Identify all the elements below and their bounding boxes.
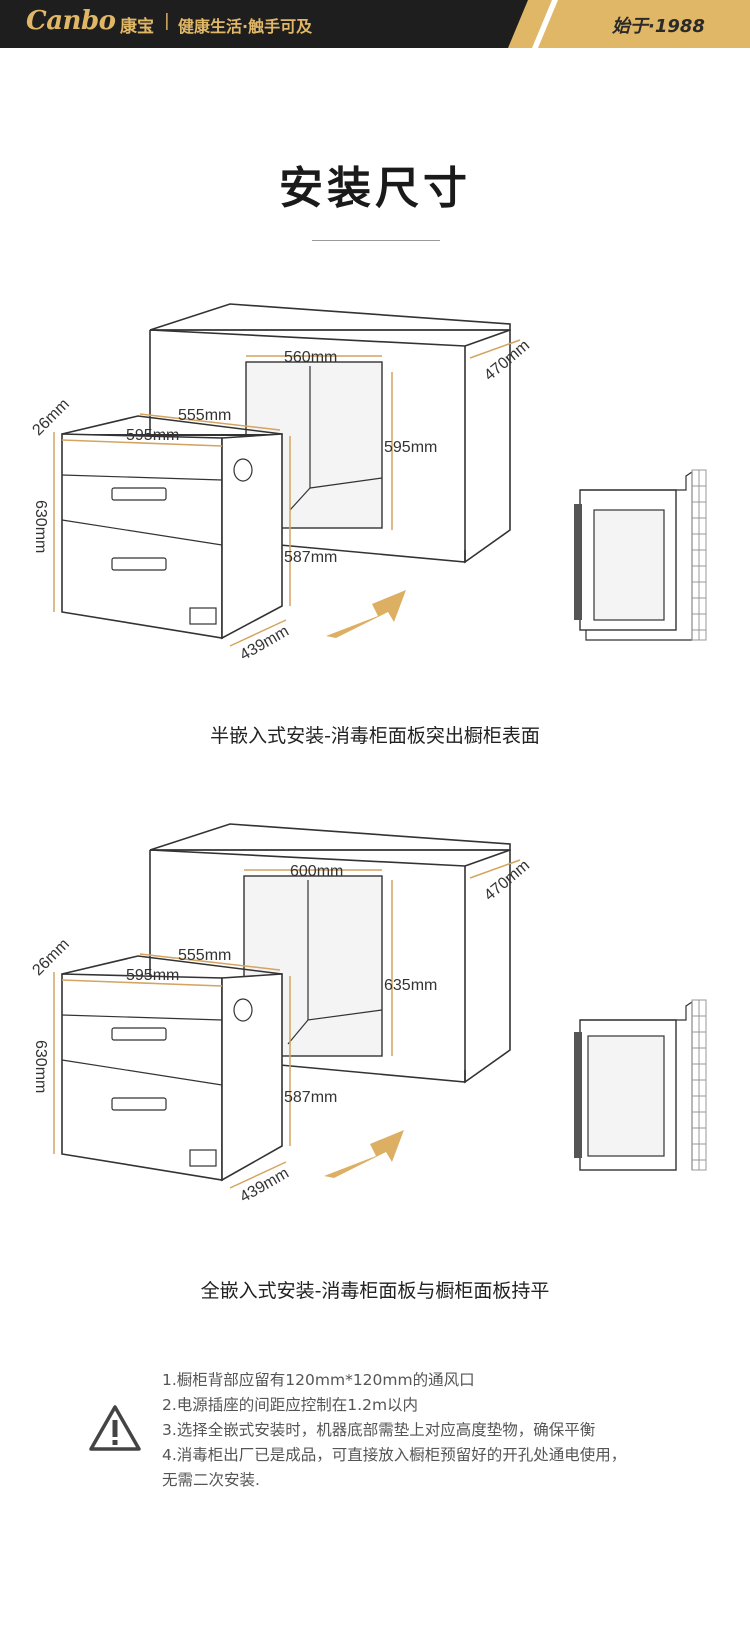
- side-view-drawing: [574, 999, 707, 1171]
- dim-body-depth: 555mm: [178, 407, 231, 424]
- dim-opening-height: 595mm: [384, 439, 437, 456]
- dim-opening-width: 600mm: [290, 863, 343, 880]
- dim-front-height: 630mm: [32, 1040, 49, 1093]
- note-item: 无需二次安装.: [162, 1471, 260, 1489]
- note-item: 4.消毒柜出厂已是成品，可直接放入橱柜预留好的开孔处通电使用，: [162, 1446, 627, 1464]
- dim-opening-width: 560mm: [284, 349, 337, 366]
- warning-triangle-icon: [89, 1405, 141, 1451]
- installation-diagram-full: 600mm 470mm 555mm 595mm 635mm 26mm 630mm…: [29, 823, 707, 1206]
- header-background: [0, 0, 750, 48]
- header-separator: |: [164, 11, 170, 31]
- installation-notes: 1.橱柜背部应留有120mm*120mm的通风口 2.电源插座的间距应控制在1.…: [162, 1368, 626, 1493]
- dim-front-width: 595mm: [126, 967, 179, 984]
- caption-full-embedded: 全嵌入式安装-消毒柜面板与橱柜面板持平: [200, 1280, 550, 1302]
- dim-body-width: 439mm: [237, 1165, 292, 1206]
- disinfection-cabinet-drawing: [61, 955, 283, 1182]
- dim-body-depth: 555mm: [178, 947, 231, 964]
- brand-logo: Canbo: [26, 6, 116, 36]
- brand-logo-cn: 康宝: [120, 17, 154, 37]
- side-view-drawing: [574, 469, 707, 641]
- note-item: 2.电源插座的间距应控制在1.2m以内: [162, 1396, 419, 1414]
- dim-body-height: 587mm: [284, 1089, 337, 1106]
- insert-arrow-icon: [324, 1130, 404, 1178]
- note-item: 1.橱柜背部应留有120mm*120mm的通风口: [162, 1371, 475, 1389]
- dim-front-height: 630mm: [32, 500, 49, 553]
- brand-header: Canbo 康宝 | 健康生活·触手可及 始于·1988: [0, 0, 750, 48]
- disinfection-cabinet-drawing: [61, 415, 283, 640]
- insert-arrow-icon: [326, 590, 406, 638]
- dim-body-width: 439mm: [237, 623, 292, 664]
- dim-body-height: 587mm: [284, 549, 337, 566]
- dimension-lines: [53, 859, 521, 1189]
- title-divider: [312, 240, 440, 241]
- brand-since: 始于·1988: [612, 16, 705, 37]
- page-title: 安装尺寸: [279, 163, 471, 214]
- dimension-lines: [53, 339, 521, 647]
- caption-semi-embedded: 半嵌入式安装-消毒柜面板突出橱柜表面: [210, 725, 540, 747]
- note-item: 3.选择全嵌式安装时，机器底部需垫上对应高度垫物，确保平衡: [162, 1421, 596, 1439]
- dim-opening-height: 635mm: [384, 977, 437, 994]
- brand-tagline: 健康生活·触手可及: [178, 17, 313, 36]
- installation-diagram-semi: 560mm 470mm 555mm 595mm 595mm 26mm 630mm…: [29, 303, 707, 664]
- dim-front-width: 595mm: [126, 427, 179, 444]
